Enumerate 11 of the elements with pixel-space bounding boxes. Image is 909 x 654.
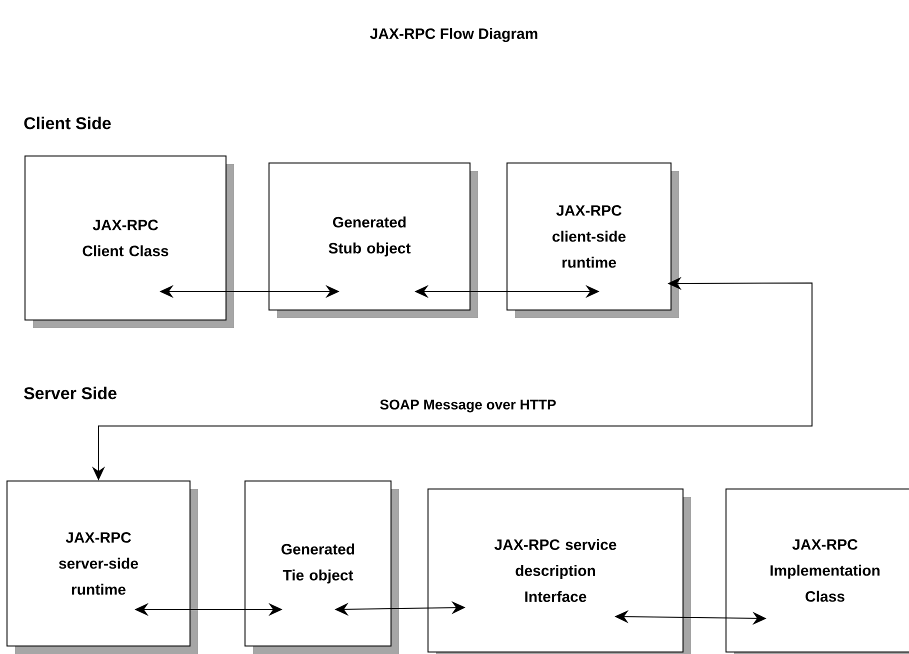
process-box: JAX-RPC Client Class [24,156,234,328]
process-box: Generated Tie object [244,480,399,654]
process-box: JAX-RPC client-side runtime [506,162,679,318]
process-box: JAX-RPC server-side runtime [6,480,198,654]
process-box: Generated Stub object [268,162,478,318]
edge-label: SOAP Message over HTTP [378,398,558,414]
process-box: JAX-RPC Implementation Class [726,488,909,654]
process-box: JAX-RPC service description Interface [428,488,691,654]
title: JAX-RPC Flow Diagram [370,28,538,42]
section-heading: Client Side [24,116,111,130]
section-heading: Server Side [24,386,116,400]
